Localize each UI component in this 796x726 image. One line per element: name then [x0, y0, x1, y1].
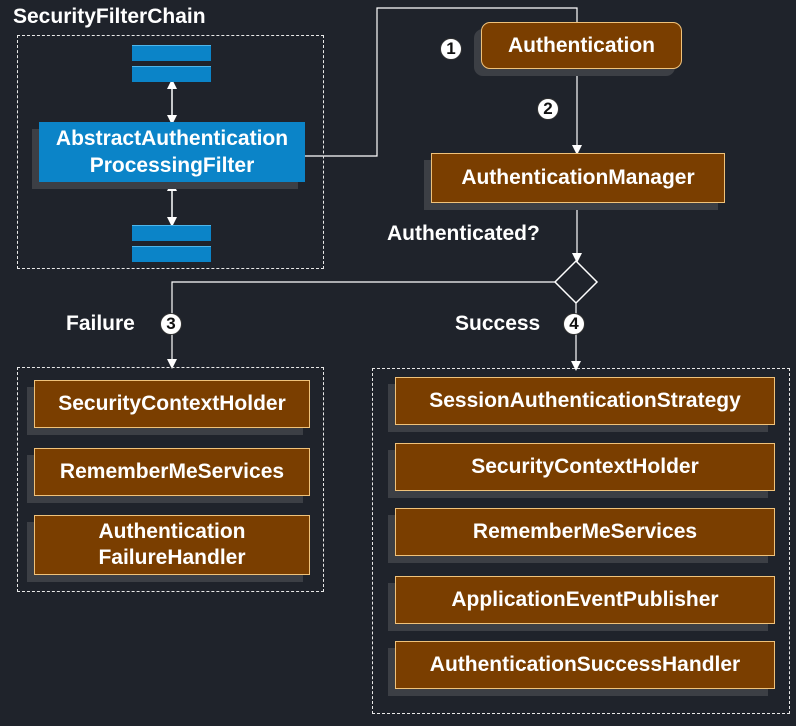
filter-chain-group [17, 35, 324, 269]
filter-bar [132, 45, 211, 61]
authenticated-question-label: Authenticated? [387, 222, 540, 245]
failure-label: Failure [66, 312, 135, 335]
step-1-badge: 1 [440, 38, 462, 60]
filter-bar [132, 66, 211, 82]
failure-handler-line2: FailureHandler [98, 546, 246, 569]
success-remember-me-services: RememberMeServices [395, 508, 775, 556]
application-event-publisher: ApplicationEventPublisher [395, 576, 775, 624]
failure-security-context-holder: SecurityContextHolder [34, 380, 310, 428]
success-security-context-holder: SecurityContextHolder [395, 443, 775, 491]
filter-bar [132, 246, 211, 262]
authentication-node: Authentication [481, 22, 682, 69]
session-authentication-strategy: SessionAuthenticationStrategy [395, 377, 775, 425]
failure-branch-line [167, 281, 555, 369]
authentication-success-handler: AuthenticationSuccessHandler [395, 641, 775, 689]
success-group [372, 368, 790, 714]
abstract-authentication-processing-filter: AbstractAuthentication ProcessingFilter [39, 122, 305, 182]
filter-label-line2: ProcessingFilter [89, 154, 255, 177]
filter-chain-title: SecurityFilterChain [13, 5, 206, 28]
step-4-badge: 4 [563, 313, 585, 335]
failure-group [17, 367, 324, 592]
authentication-failure-handler: Authentication FailureHandler [34, 515, 310, 575]
filter-to-authentication-line [305, 7, 578, 157]
decision-diamond [553, 259, 599, 305]
success-label: Success [455, 312, 541, 335]
step-2-badge: 2 [537, 98, 559, 120]
filter-label-line1: AbstractAuthentication [55, 127, 289, 150]
failure-handler-line1: Authentication [98, 520, 246, 543]
failure-remember-me-services: RememberMeServices [34, 448, 310, 496]
filter-bar [132, 225, 211, 241]
step-3-badge: 3 [160, 313, 182, 335]
authentication-manager-node: AuthenticationManager [431, 153, 725, 203]
